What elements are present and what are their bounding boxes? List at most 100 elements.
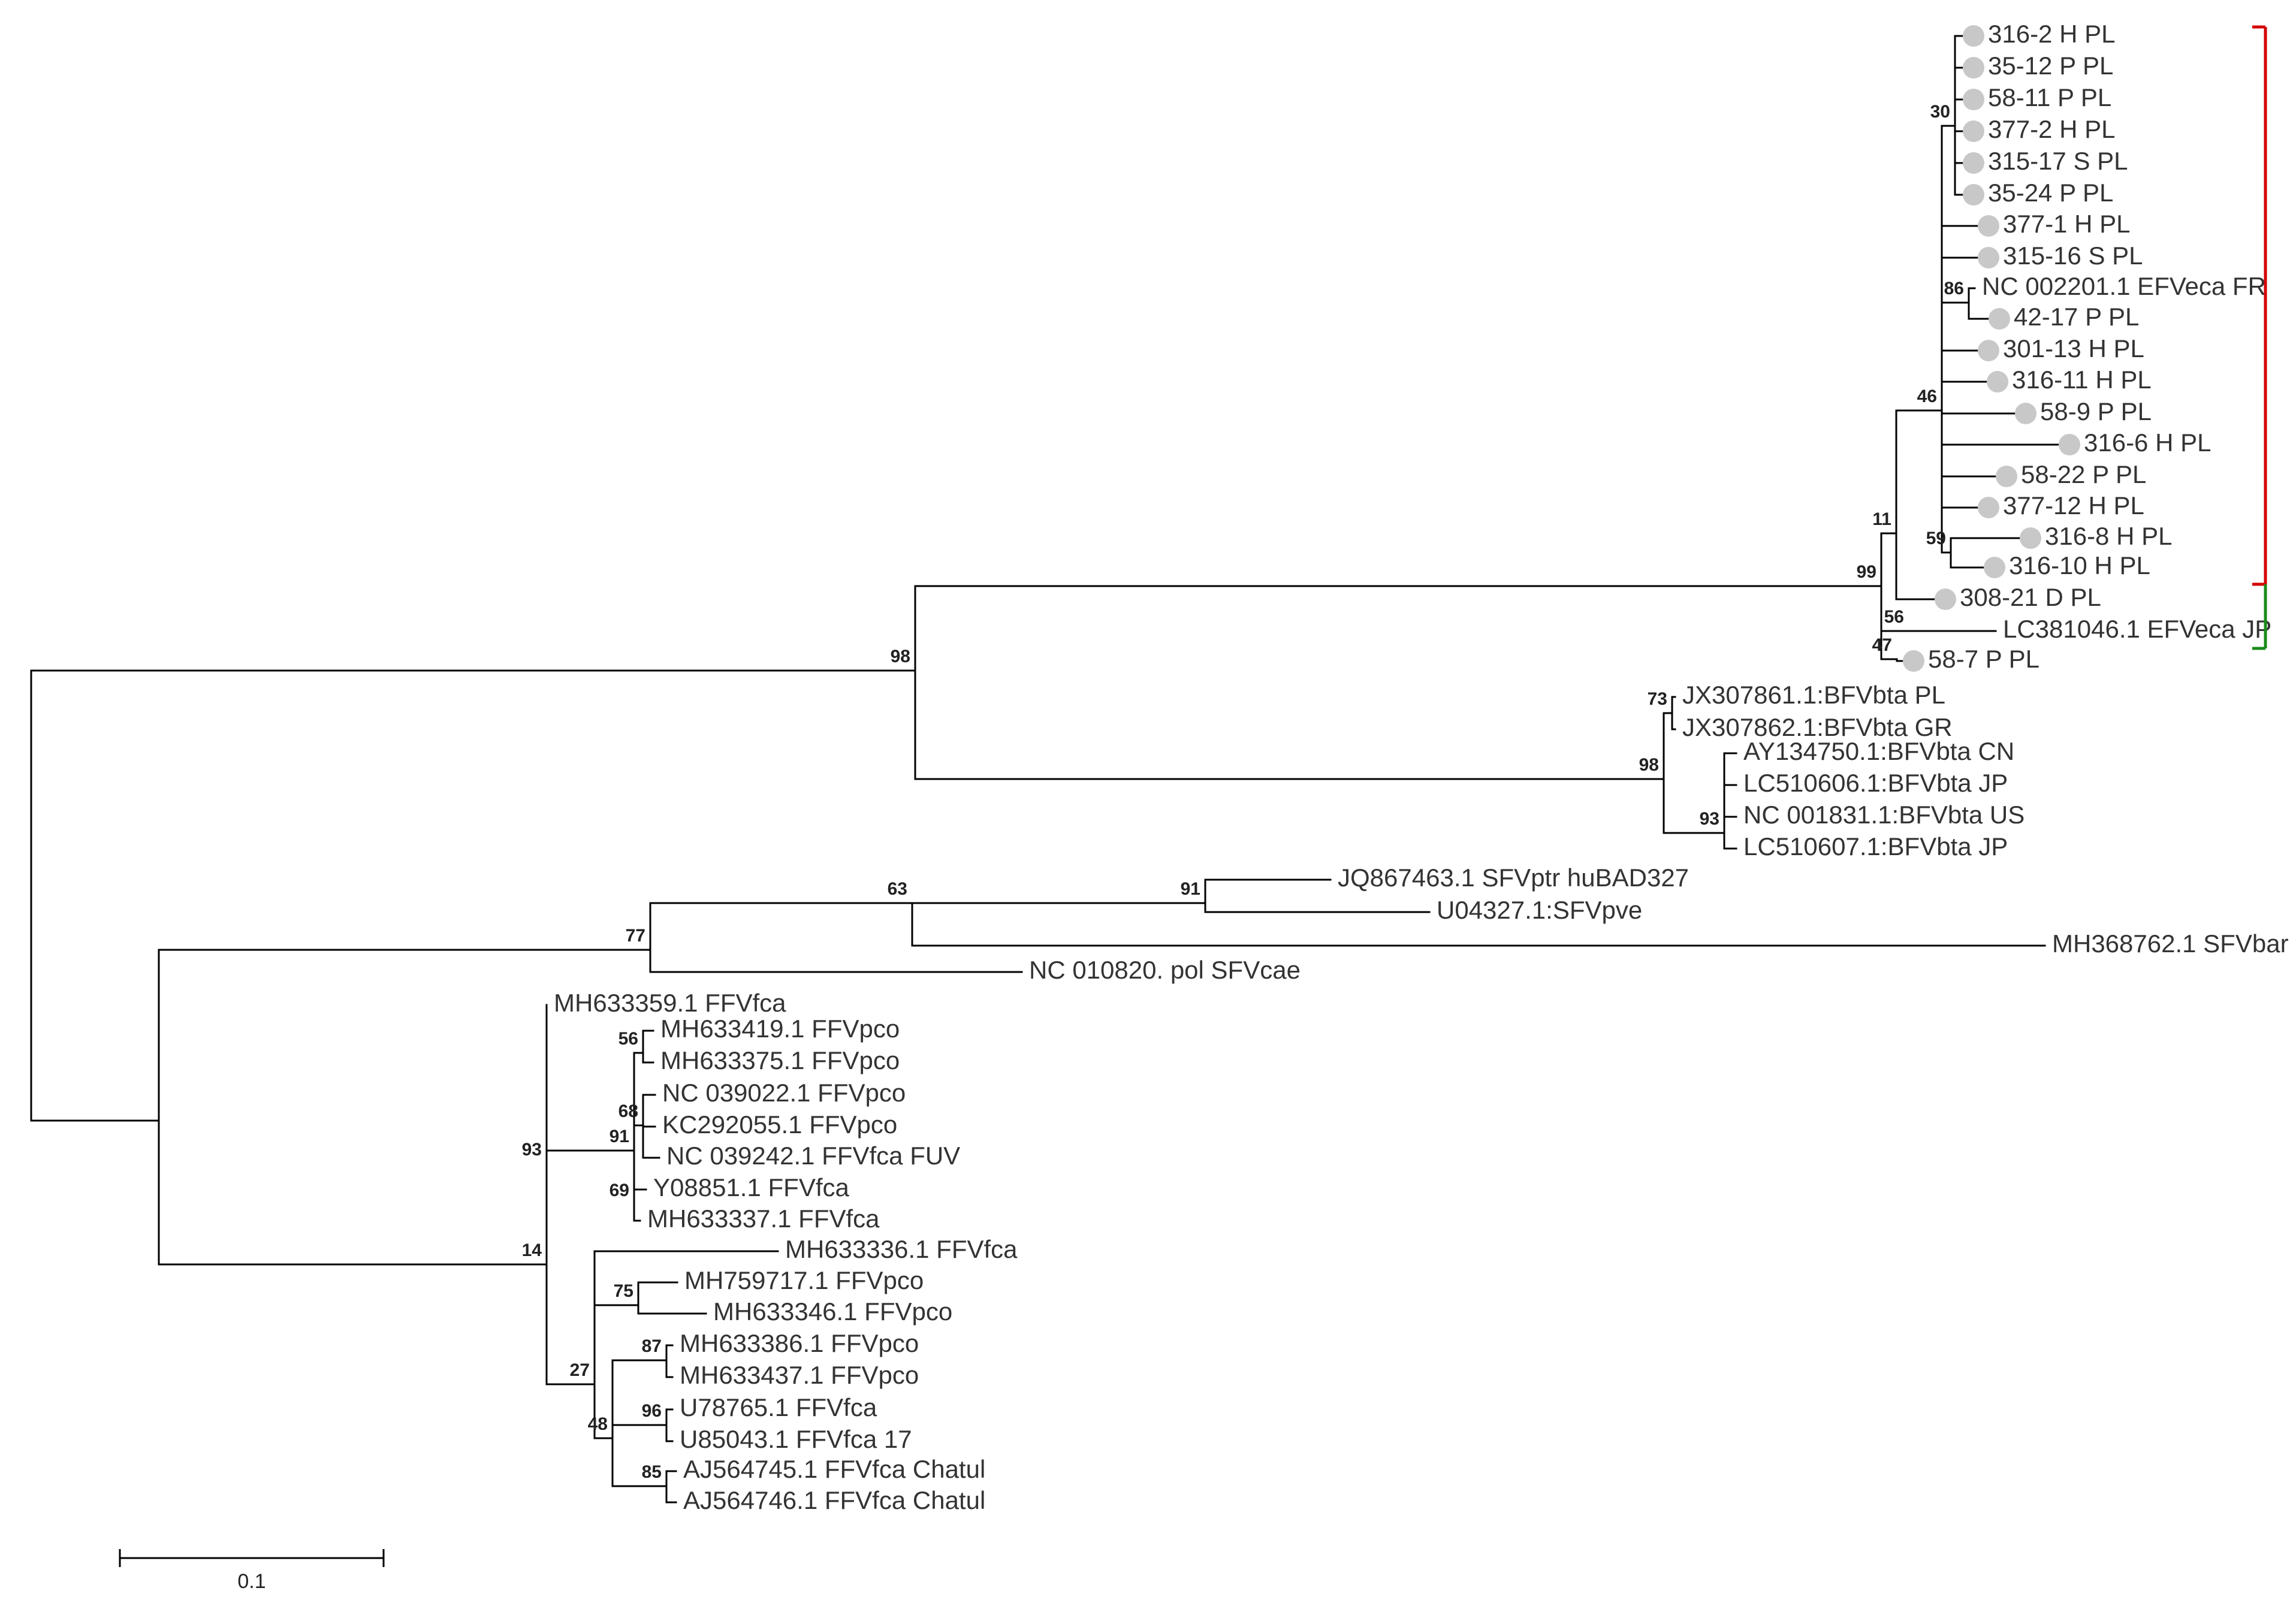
bootstrap-value: 93: [522, 1140, 542, 1160]
clade-bracket-green: [2252, 584, 2267, 650]
bootstrap-value: 98: [891, 647, 910, 666]
taxon-label: 316-6 H PL: [2084, 428, 2211, 457]
taxon-label: 301-13 H PL: [2003, 334, 2144, 363]
sample-marker-icon: [2015, 403, 2036, 424]
sample-marker-icon: [1963, 184, 1984, 206]
taxon-label: JX307861.1:BFVbta PL: [1682, 681, 1945, 709]
sample-marker-icon: [1963, 57, 1984, 79]
taxon-label: 316-8 H PL: [2045, 522, 2172, 550]
taxon-label: 316-11 H PL: [2012, 366, 2152, 394]
taxon-label: MH633346.1 FFVpco: [713, 1297, 952, 1326]
sample-marker-icon: [1963, 89, 1984, 110]
taxon-label: MH759717.1 FFVpco: [684, 1266, 924, 1294]
taxon-label: JX307862.1:BFVbta GR: [1682, 713, 1953, 741]
taxon-labels: 316-2 H PL 35-12 P PL 58-11 P PL 377-2 H PL…: [554, 20, 2289, 1514]
taxon-label: 377-2 H PL: [1988, 115, 2115, 143]
bootstrap-value: 99: [1857, 562, 1876, 582]
taxon-label: 315-16 S PL: [2003, 241, 2143, 270]
taxon-label: 316-10 H PL: [2009, 551, 2150, 579]
taxon-label: NC 039242.1 FFVfca FUV: [666, 1142, 960, 1170]
tip-markers: [1903, 25, 2080, 672]
taxon-label: LC381046.1 EFVeca JP: [2003, 615, 2271, 643]
sample-marker-icon: [1996, 466, 2017, 487]
taxon-label: MH633337.1 FFVfca: [647, 1204, 880, 1233]
bootstrap-value: 73: [1648, 689, 1667, 709]
taxon-label: 315-17 S PL: [1988, 147, 2128, 175]
taxon-label: KC292055.1 FFVpco: [662, 1110, 897, 1139]
sample-marker-icon: [1963, 25, 1984, 47]
taxon-label: NC 001831.1:BFVbta US: [1743, 801, 2025, 829]
clade-bracket-red: [2252, 25, 2267, 586]
bootstrap-value: 77: [626, 926, 645, 946]
bootstrap-value: 48: [588, 1414, 608, 1434]
sample-marker-icon: [2059, 434, 2080, 455]
sample-marker-icon: [1978, 247, 1999, 268]
sample-marker-icon: [1935, 588, 1956, 610]
taxon-label: Y08851.1 FFVfca: [653, 1173, 849, 1202]
bootstrap-value: 59: [1926, 529, 1946, 548]
bootstrap-value: 93: [1700, 809, 1719, 829]
taxon-label: MH633419.1 FFVpco: [660, 1015, 900, 1043]
sample-marker-icon: [1963, 120, 1984, 142]
taxon-label: MH368762.1 SFVbar: [2052, 929, 2289, 958]
bootstrap-value: 63: [888, 879, 907, 899]
taxon-label: AJ564745.1 FFVfca Chatul: [683, 1455, 985, 1483]
taxon-label: NC 039022.1 FFVpco: [662, 1079, 906, 1107]
taxon-label: 308-21 D PL: [1960, 583, 2101, 611]
taxon-label: MH633437.1 FFVpco: [680, 1361, 919, 1389]
sample-marker-icon: [1963, 152, 1984, 174]
sample-marker-icon: [1984, 557, 2005, 578]
bootstrap-value: 91: [1181, 879, 1200, 899]
bootstrap-value: 56: [618, 1029, 638, 1049]
bootstrap-value: 11: [1872, 509, 1891, 529]
bootstrap-value: 96: [642, 1401, 662, 1421]
bootstrap-value: 69: [610, 1181, 629, 1200]
taxon-label: U04327.1:SFVpve: [1437, 896, 1642, 924]
scale-bar: 0.1: [119, 1549, 385, 1593]
bootstrap-value: 14: [522, 1240, 542, 1260]
taxon-label: MH633336.1 FFVfca: [785, 1235, 1018, 1263]
sample-marker-icon: [1978, 340, 1999, 361]
bootstrap-value: 68: [618, 1101, 638, 1121]
taxon-label: JQ867463.1 SFVptr huBAD327: [1338, 864, 1689, 892]
taxon-label: U85043.1 FFVfca 17: [680, 1425, 912, 1453]
taxon-label: U78765.1 FFVfca: [680, 1393, 877, 1421]
bootstrap-value: 98: [1639, 755, 1659, 775]
taxon-label: 35-12 P PL: [1988, 52, 2113, 80]
taxon-label: MH633386.1 FFVpco: [680, 1329, 919, 1357]
taxon-label: 58-11 P PL: [1988, 83, 2111, 111]
taxon-label: 35-24 P PL: [1988, 179, 2113, 207]
bootstrap-value: 85: [642, 1462, 662, 1482]
taxon-label: 377-12 H PL: [2003, 491, 2144, 520]
taxon-label: NC 010820. pol SFVcae: [1029, 956, 1301, 984]
sample-marker-icon: [1978, 215, 1999, 237]
bootstrap-value: 91: [610, 1127, 629, 1146]
bootstrap-value: 30: [1930, 102, 1950, 122]
taxon-label: 58-7 P PL: [1928, 645, 2039, 673]
taxon-label: MH633375.1 FFVpco: [660, 1046, 900, 1074]
taxon-label: 377-1 H PL: [2003, 210, 2130, 238]
taxon-label: 316-2 H PL: [1988, 20, 2115, 48]
taxon-label: 58-9 P PL: [2040, 397, 2152, 425]
taxon-label: NC 002201.1 EFVeca FR: [1982, 272, 2266, 300]
taxon-label: MH633359.1 FFVfca: [554, 989, 786, 1017]
tree-branches: [30, 35, 2060, 1504]
bootstrap-value: 56: [1884, 607, 1904, 627]
bootstrap-value: 46: [1917, 387, 1937, 406]
bootstrap-values: 30 86 59 46 11 56 47 99 73 93 98 98 91 63 77 56 68 69 91 75…: [522, 102, 1964, 1482]
sample-marker-icon: [1978, 497, 1999, 518]
bootstrap-value: 47: [1872, 635, 1892, 655]
taxon-label: LC510606.1:BFVbta JP: [1743, 769, 2008, 797]
sample-marker-icon: [1989, 308, 2010, 330]
taxon-label: LC510607.1:BFVbta JP: [1743, 832, 2008, 861]
bootstrap-value: 75: [614, 1281, 633, 1301]
taxon-label: 42-17 P PL: [2014, 303, 2139, 331]
sample-marker-icon: [2020, 527, 2041, 549]
taxon-label: AJ564746.1 FFVfca Chatul: [683, 1486, 985, 1514]
bootstrap-value: 87: [642, 1336, 662, 1356]
taxon-label: AY134750.1:BFVbta CN: [1743, 737, 2014, 765]
bootstrap-value: 86: [1944, 279, 1964, 298]
sample-marker-icon: [1987, 371, 2008, 393]
sample-marker-icon: [1903, 650, 1924, 672]
